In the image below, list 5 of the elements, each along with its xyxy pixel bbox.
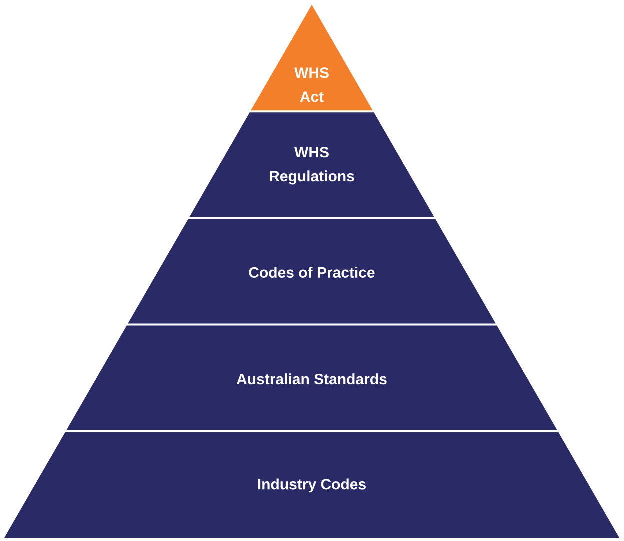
pyramid-tier: WHS Act (251, 5, 373, 111)
pyramid-tier: Australian Standards (66, 326, 558, 430)
pyramid-tier: Codes of Practice (128, 219, 496, 324)
pyramid-tier: WHS Regulations (190, 112, 434, 218)
pyramid-tier: Industry Codes (4, 432, 620, 538)
